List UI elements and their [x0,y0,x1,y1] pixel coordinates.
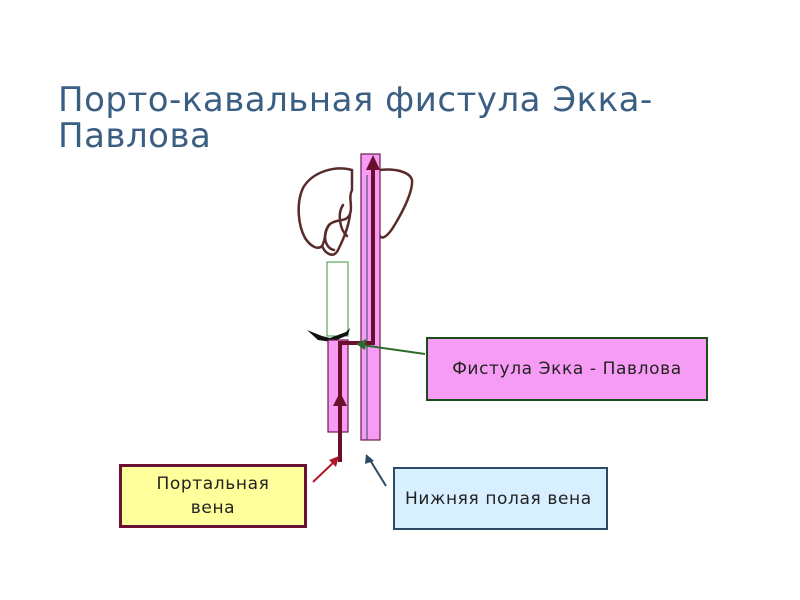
portal-vein-label: Портальная вена [156,474,270,518]
fistula-pointer [361,344,426,355]
portal-pointer-head [329,456,339,467]
flow-arrowhead-up-cava [366,155,380,170]
fistula-label: Фистула Экка - Павлова [452,359,682,379]
ligature-mark [307,328,350,342]
fistula-pointer-head [356,339,366,350]
flow-arrowhead-up-portal [333,392,347,406]
liver-outline [297,167,414,256]
portal-vein-label-box: Портальная вена [119,464,307,528]
inferior-vena-cava-label: Нижняя полая вена [405,488,592,509]
cava-pointer-head [365,454,374,464]
cava-pointer [369,459,387,487]
portal-pointer [312,461,335,483]
inferior-vena-cava-label-box: Нижняя полая вена [393,467,608,530]
duct-tube [326,261,349,337]
slide-title: Порто-кавальная фистула Экка-Павлова [58,80,653,156]
fistula-label-box: Фистула Экка - Павлова [426,337,708,401]
inferior-vena-cava-vessel [360,153,381,441]
